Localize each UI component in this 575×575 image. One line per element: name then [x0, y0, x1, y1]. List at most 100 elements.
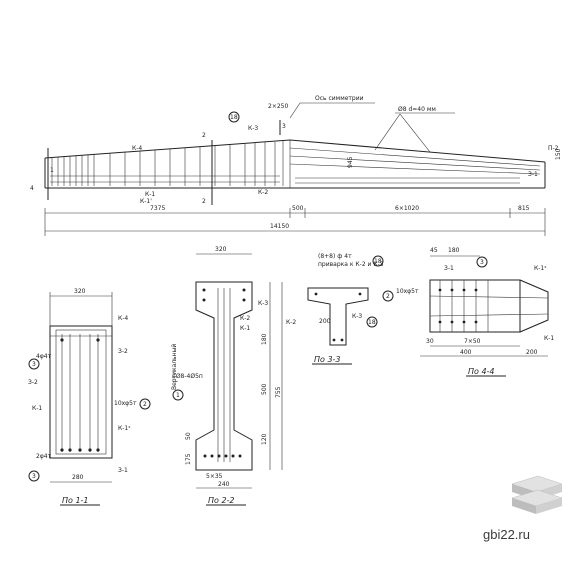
section-1-1-title: По 1-1: [62, 496, 89, 505]
section-1-1-callout-2: 2: [143, 401, 147, 408]
section-1-1-callout-3b: 3: [32, 473, 36, 480]
stirrup-hatch: [50, 141, 520, 186]
beam-elevation: 1 2 2 3 4 К-4 К-1 К-1' К-2 К-3 З-1 П-2 1…: [30, 95, 562, 236]
section-4-4-label-z1: З-1: [444, 265, 454, 272]
label-k1b: К-1': [140, 198, 152, 205]
dim-total: 14150: [270, 223, 289, 230]
section-3-3-outline: [307, 287, 369, 346]
section-3-3-bar-note: (8+8) ф 4т: [318, 253, 352, 260]
logo-icon: [511, 475, 563, 514]
section-1-1-label-z1: З-1: [118, 467, 128, 474]
section-1-1-callout-3a-circle: [28, 358, 40, 370]
dim-mid: 500: [292, 205, 304, 212]
section-2-2-width-top: 320: [215, 246, 227, 253]
section-2-2-label-k1: К-1: [240, 325, 250, 332]
symmetry-axis-label: Ось симметрии: [315, 95, 364, 102]
label-k3: К-3: [248, 125, 258, 132]
section-1-1-width-top: 320: [74, 288, 86, 295]
section-1-1-callout-3a: 3: [32, 361, 36, 368]
section-3-3-callout-a: 18: [374, 258, 382, 265]
section-4-4-dim-bottom-d: 200: [526, 349, 538, 356]
cut-1-label-top: 1: [50, 167, 54, 174]
section-3-3-dim: 200: [319, 318, 331, 325]
label-k4: К-4: [132, 145, 142, 152]
section-4-4-dim-bottom-a: 30: [426, 338, 434, 345]
dim-spacing-top: 2×250: [268, 103, 288, 110]
section-4-4-callout-3-circle: [476, 256, 488, 268]
section-4-4-taper: [519, 279, 549, 333]
section-1-1-label-k1: К-1: [32, 405, 42, 412]
section-4-4: 45 180 30 7×50 400 200 10хφ5т З-1 К-1ˢ К…: [382, 247, 554, 377]
section-1-1-width-bottom: 280: [72, 474, 84, 481]
section-2-2-vertical-note: Вертикальный: [171, 344, 178, 390]
section-3-3-label-k2: К-2: [286, 319, 296, 326]
section-4-4-bar-note: 10хφ5т: [396, 288, 419, 295]
section-2-2-dim-g: 5×35: [206, 473, 223, 480]
section-2-2-bar-note: 1Ø8-4Ø5п: [172, 373, 203, 380]
section-4-4-callout-2-circle: [382, 290, 394, 302]
section-1-1-label-k4: К-4: [118, 315, 128, 322]
dim-left: 7375: [150, 205, 165, 212]
section-1-1-label-z2a: З-2: [28, 379, 38, 386]
section-2-2-callout-1-circle: [172, 389, 184, 401]
section-2-2-callout-1: 1: [176, 392, 180, 399]
section-2-2-outline: [195, 281, 253, 471]
section-3-3-callout-b: 18: [368, 319, 376, 326]
section-1-1-label-bottom-bars: 2φ4т: [36, 453, 52, 460]
section-2-2-label-k3: К-3: [258, 300, 268, 307]
section-1-1-label-z2b: З-2: [118, 348, 128, 355]
section-4-4-label-k1s: К-1ˢ: [534, 265, 546, 272]
height-right-2: 150: [555, 148, 562, 160]
section-2-2-dim-c: 755: [275, 386, 282, 398]
dim-end: 815: [518, 205, 530, 212]
section-3-3-callout-b-circle: [366, 316, 378, 328]
section-4-4-dim-top-a: 45: [430, 247, 438, 254]
section-3-3-label-k3: К-3: [352, 313, 362, 320]
section-3-3-callout-a-circle: [372, 255, 384, 267]
bar-note: Ø8 d=40 мм: [398, 106, 436, 113]
section-2-2-dim-f: 175: [185, 453, 192, 465]
callout-18: 18: [230, 114, 238, 121]
cut-3-label: 3: [282, 123, 286, 130]
label-z1: З-1: [528, 171, 538, 178]
section-2-2-title: По 2-2: [208, 496, 235, 505]
section-cut-marks: 1 2 2 3 4: [30, 120, 286, 205]
section-4-4-callout-3: 3: [480, 259, 484, 266]
section-3-3-title: По 3-3: [314, 355, 341, 364]
section-4-4-label-k1: К-1: [544, 335, 554, 342]
section-4-4-title: По 4-4: [468, 367, 495, 376]
cut-2-label-top: 2: [202, 132, 206, 139]
section-4-4-dim-top-b: 180: [448, 247, 460, 254]
section-1-1-label-k1s: К-1ˢ: [118, 425, 130, 432]
section-1-1-callout-3b-circle: [28, 470, 40, 482]
section-2-2: 320 240 180 500 755 120 50 175 5×35 Верт…: [171, 246, 283, 506]
section-3-3: (8+8) ф 4т приварка к К-2 и К-3 К-2 К-3 …: [286, 253, 384, 365]
section-2-2-dim-b: 500: [261, 383, 268, 395]
watermark: gbi22.ru: [483, 527, 530, 542]
section-2-2-dim-e: 50: [185, 432, 192, 440]
beam-top-chord: [44, 139, 546, 163]
section-1-1: 320 280 К-4 4φ4т З-2 З-2 К-1 К-1ˢ 10хφ5т…: [28, 288, 151, 506]
section-1-1-callout-2-circle: [139, 398, 151, 410]
prestress-bars: [289, 147, 541, 175]
callout-circle-18: [228, 111, 240, 123]
label-k1: К-1: [145, 191, 155, 198]
section-2-2-dim-d: 120: [261, 433, 268, 445]
section-4-4-callout-2: 2: [386, 293, 390, 300]
cut-2-label-bottom: 2: [202, 198, 206, 205]
section-2-2-dim-a: 180: [261, 333, 268, 345]
section-4-4-outline: [429, 279, 521, 333]
elevation-dimensions: 7375 500 6×1020 815 14150: [44, 205, 546, 236]
label-k2: К-2: [258, 189, 268, 196]
dim-right: 6×1020: [395, 205, 419, 212]
section-1-1-label-stirrups: 10хφ5т: [114, 400, 137, 407]
section-1-1-label-bars: 4φ4т: [36, 353, 52, 360]
section-4-4-dim-bottom-b: 7×50: [464, 338, 481, 345]
section-4-4-dim-bottom-c: 400: [460, 349, 472, 356]
section-2-2-label-k2: К-2: [240, 315, 250, 322]
height-right-1: 945: [347, 156, 354, 168]
label-p2: П-2: [548, 145, 559, 152]
section-3-3-bar-note-2: приварка к К-2 и К-3: [318, 261, 384, 268]
cut-4-label: 4: [30, 185, 34, 192]
